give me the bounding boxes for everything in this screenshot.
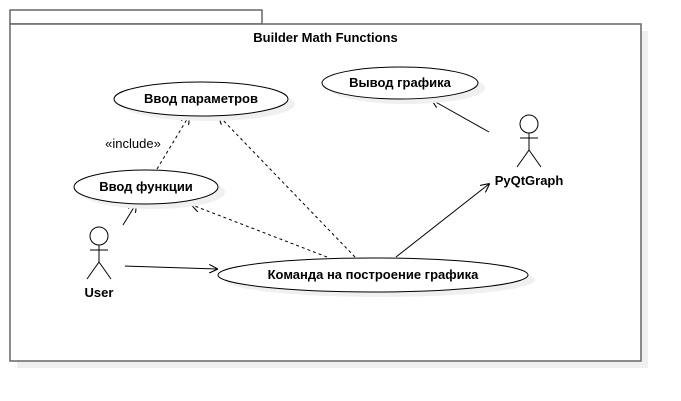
include-arrow-function-to-params	[156, 116, 189, 170]
association-user-to-command	[124, 266, 217, 269]
package-title: Builder Math Functions	[253, 30, 397, 45]
actor-pyqtgraph: PyQtGraph	[495, 114, 564, 188]
use-case-build-command: Команда на построение графика	[217, 257, 535, 297]
use-case-ellipse	[217, 257, 529, 293]
actor-figure-icon	[516, 114, 542, 168]
use-case-plot-output: Вывод графика	[321, 66, 485, 104]
use-case-ellipse	[113, 81, 289, 117]
use-case-input-params: Ввод параметров	[113, 81, 295, 121]
use-case-label: Вывод графика	[349, 75, 451, 90]
use-case-ellipse	[321, 66, 479, 100]
use-case-label: Ввод функции	[99, 179, 193, 194]
package-tab	[9, 9, 263, 25]
include-label: «include»	[105, 136, 161, 151]
actor-label: User	[85, 285, 114, 300]
use-case-label: Ввод параметров	[144, 91, 258, 106]
use-case-input-function: Ввод функции	[73, 169, 225, 209]
dependency-arrow-command-to-function	[192, 205, 328, 258]
use-case-label: Команда на построение графика	[268, 267, 479, 282]
association-command-to-pyqtgraph	[395, 184, 489, 258]
actor-figure-icon	[86, 226, 112, 280]
relations: «include»	[105, 100, 489, 269]
use-case-ellipse	[73, 169, 219, 205]
actor-user: User	[85, 226, 114, 300]
dependency-arrow-command-to-params	[219, 116, 356, 258]
actor-label: PyQtGraph	[495, 173, 564, 188]
association-pyqtgraph-to-output	[432, 100, 490, 133]
